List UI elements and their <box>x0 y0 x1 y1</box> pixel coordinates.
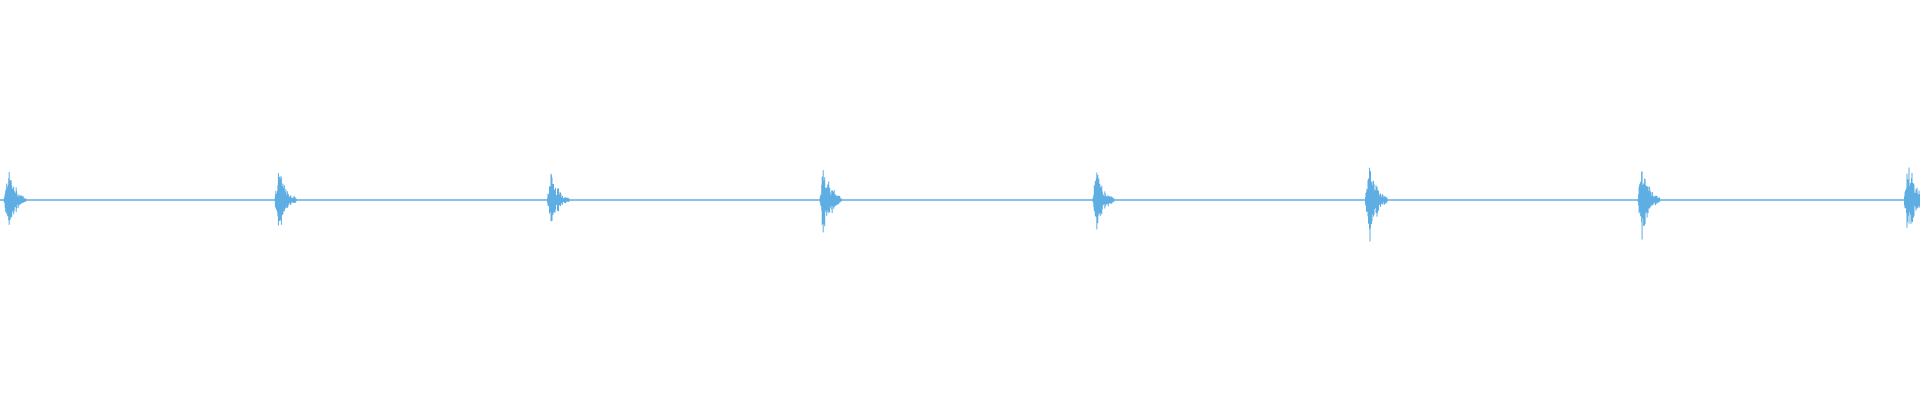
waveform-burst-path <box>1365 167 1388 242</box>
waveform-bursts <box>3 167 1920 242</box>
waveform-burst-path <box>547 173 570 222</box>
waveform-burst <box>1637 171 1661 240</box>
waveform-burst-path <box>1092 172 1115 230</box>
waveform-burst-path <box>274 173 297 226</box>
waveform-burst <box>547 173 570 222</box>
waveform-burst-path <box>819 170 843 233</box>
waveform-burst-path <box>1904 167 1920 228</box>
waveform-burst <box>3 172 27 225</box>
waveform-burst <box>819 170 843 233</box>
waveform-burst <box>274 173 297 226</box>
waveform-burst-path <box>3 172 27 225</box>
waveform-burst <box>1365 167 1388 242</box>
waveform-burst-path <box>1637 171 1661 240</box>
waveform-burst <box>1904 167 1920 228</box>
waveform-burst <box>1092 172 1115 230</box>
